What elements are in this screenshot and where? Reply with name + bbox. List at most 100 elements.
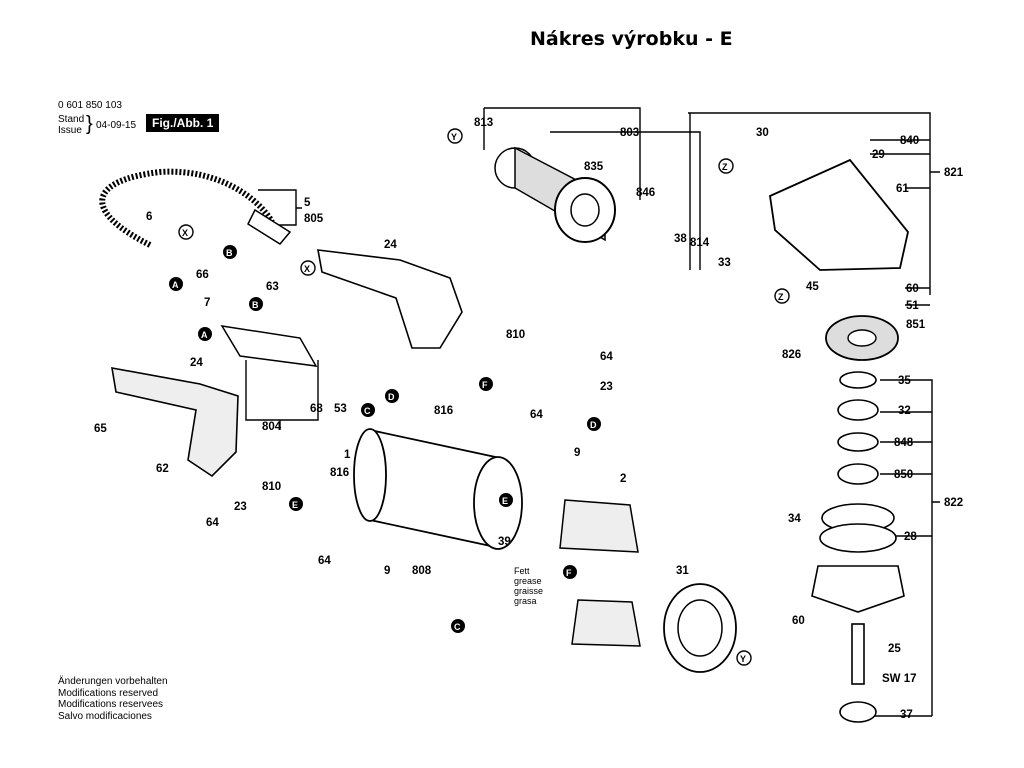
bracket-803 [483,107,701,270]
marker-x-cord: X [178,224,194,240]
part-label: 33 [718,257,731,269]
marker-letter: D [590,420,597,430]
part-label: 835 [584,161,604,173]
bearing-flange [811,565,905,613]
grease-line: Fett [514,566,530,576]
plug [247,208,292,245]
bevel-gear-hub [847,329,877,347]
note-line: Änderungen vorbehalten [58,676,168,687]
marker-letter: E [292,500,298,510]
power-cord [99,168,275,248]
marker-letter: C [454,622,461,632]
bracket-804 [245,360,319,430]
part-label: 62 [156,463,169,475]
note-line: Modifications reservees [58,699,164,710]
part-label: 64 [600,351,613,363]
marker-letter: F [566,568,572,578]
part-label: 64 [206,517,219,529]
part-label: 814 [690,237,710,249]
marker-letter: F [482,380,488,390]
marker-letter: E [502,496,508,506]
part-label: 810 [262,481,281,493]
motor-housing [353,428,523,550]
part-label: 826 [782,349,801,361]
part-label: 816 [434,405,453,417]
marker-d-switch: D [385,389,399,403]
part-label: 23 [600,381,613,393]
circlip-848 [837,432,879,452]
field-coil [559,499,639,553]
side-handle [317,249,463,349]
part-number: 0 601 850 103 [58,100,122,111]
grease-line: grasa [514,596,537,606]
marker-a-cord: A [169,277,183,291]
part-label: 9 [574,447,580,459]
bracket-822 [860,379,940,717]
part-label: 851 [906,319,926,331]
switch [220,325,318,367]
marker-f-bottom: F [563,565,577,579]
marker-letter: B [226,248,233,258]
marker-e-right: E [499,493,513,507]
part-label: 65 [94,423,107,435]
seal-28 [819,523,897,553]
part-label: 850 [894,469,913,481]
note-line: Modifications reserved [58,687,159,699]
part-label: 846 [636,187,655,199]
part-label: 31 [676,565,689,577]
part-label: 28 [904,531,917,543]
part-label: 2 [620,473,626,485]
note-line: Salvo modificaciones [58,710,152,722]
size-label: SW 17 [882,673,917,685]
part-label: 803 [620,127,639,139]
bearing-850 [837,463,879,485]
part-label: 1 [344,449,351,461]
part-label: 39 [498,536,511,548]
part-label: 51 [906,300,919,312]
marker-letter: X [182,228,188,238]
part-label: 30 [756,127,769,139]
part-label: 66 [196,269,209,281]
part-label: 63 [266,281,279,293]
grease-line: graisse [514,586,543,596]
part-label: 32 [898,405,911,417]
part-label: 840 [900,135,919,147]
part-label: 821 [944,167,964,179]
part-label: 813 [474,117,493,129]
bracket-821 [688,112,940,306]
marker-d-coil: D [587,417,601,431]
marker-a-switch: A [198,327,212,341]
part-label: 34 [788,513,801,525]
issue-label: Issue [58,125,82,136]
marker-letter: A [172,280,179,290]
stand-label: Stand [58,114,85,125]
part-label: 38 [674,233,687,245]
marker-z-mid: Z [774,288,790,304]
part-label: 805 [304,213,324,225]
marker-letter: Y [451,132,457,142]
part-label: 24 [384,239,397,251]
part-label: 24 [190,357,203,369]
part-label: 804 [262,421,282,433]
callout-markers: Y Z Z Y X X A A B B C C D D E E F F [169,128,790,666]
part-label: 37 [900,709,913,721]
part-label: 64 [318,555,331,567]
part-label: 64 [530,409,543,421]
issue-date: 04-09-15 [96,120,137,131]
grease-note: Fett grease graisse grasa [514,566,543,606]
marker-c-coil: C [451,619,465,633]
part-label: 9 [384,565,390,577]
part-label: 68 [310,403,323,415]
part-label: 60 [906,283,919,295]
marker-letter: A [201,330,208,340]
field-coil-lower [571,599,641,647]
end-shield-inner [677,599,723,657]
bearing-32 [837,399,879,421]
part-label: 816 [330,467,349,479]
part-label: 60 [792,615,805,627]
part-label-group: 813 803 835 846 38 814 33 30 840 29 821 … [94,117,964,721]
marker-y-top: Y [447,128,463,144]
part-label: 6 [146,211,152,223]
part-label: 7 [204,297,210,309]
